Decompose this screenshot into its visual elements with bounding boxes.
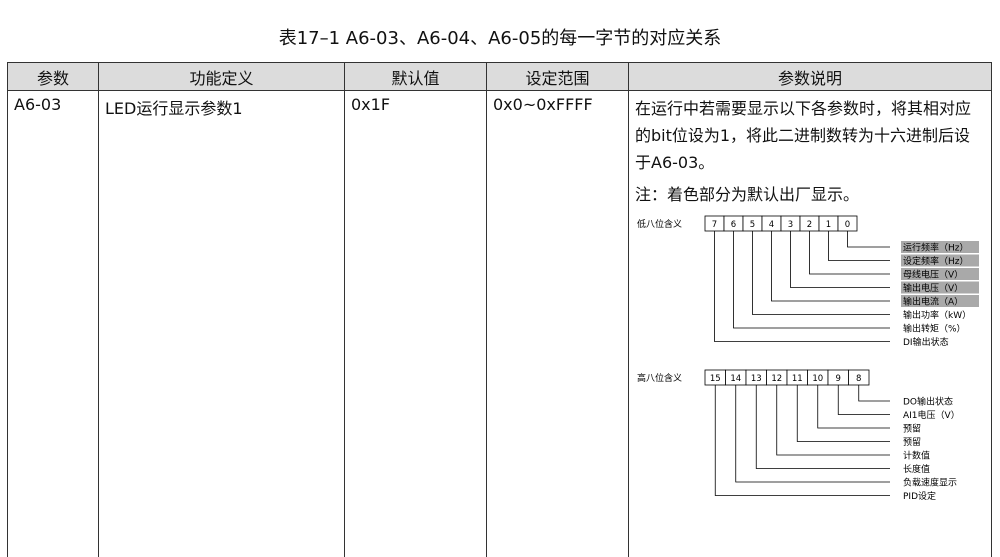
header-default: 默认值	[345, 63, 487, 91]
high-connector	[838, 385, 890, 415]
high-item-label: 长度值	[903, 463, 930, 475]
cell-range: 0x0~0xFFFF	[487, 91, 629, 557]
high-bit-label: 15	[710, 374, 721, 384]
low-bit-label: 3	[788, 220, 793, 230]
low-item-label: 输出电压（V）	[903, 282, 963, 294]
low-item-label: 输出电流（A）	[903, 296, 963, 308]
low-connector	[791, 231, 891, 288]
high-bit-label: 12	[771, 374, 782, 384]
low-connector	[753, 231, 891, 315]
description-text: 在运行中若需要显示以下各参数时，将其相对应的bit位设为1，将此二进制数转为十六…	[635, 95, 985, 176]
high-bit-label: 13	[751, 374, 762, 384]
header-range: 设定范围	[487, 63, 629, 91]
low-connector	[810, 231, 891, 274]
low-bit-label: 0	[845, 220, 850, 230]
high-bit-label: 9	[836, 374, 841, 384]
high-connector	[777, 385, 890, 455]
low-bit-label: 7	[712, 220, 717, 230]
high-byte-label: 高八位含义	[637, 372, 682, 384]
low-connector	[772, 231, 891, 301]
low-item-label: 母线电压（V）	[903, 269, 963, 281]
low-bit-label: 5	[750, 220, 755, 230]
high-connector	[756, 385, 890, 469]
low-item-label: 输出功率（kW）	[903, 309, 971, 321]
cell-param: A6-03	[8, 91, 99, 557]
low-connector	[734, 231, 891, 328]
parameter-table: 参数 功能定义 默认值 设定范围 参数说明 A6-03 LED运行显示参数1 0…	[7, 62, 992, 557]
high-bit-label: 14	[730, 374, 741, 384]
high-connector	[859, 385, 890, 401]
high-item-label: AI1电压（V）	[903, 409, 960, 421]
table-header-row: 参数 功能定义 默认值 设定范围 参数说明	[8, 63, 992, 91]
low-bit-label: 4	[769, 220, 774, 230]
cell-function: LED运行显示参数1	[99, 91, 345, 557]
high-bit-label: 11	[792, 374, 803, 384]
high-connector	[797, 385, 890, 442]
high-item-label: 负载速度显示	[903, 477, 957, 489]
low-bit-label: 2	[807, 220, 812, 230]
high-item-label: 预留	[903, 423, 921, 435]
low-connector	[848, 231, 891, 247]
header-function: 功能定义	[99, 63, 345, 91]
high-connector	[715, 385, 890, 496]
table-title: 表17–1 A6-03、A6-04、A6-05的每一字节的对应关系	[0, 24, 1000, 50]
low-bit-label: 1	[826, 220, 831, 230]
header-description: 参数说明	[629, 63, 992, 91]
low-item-label: 设定频率（Hz）	[903, 255, 969, 267]
low-connector	[829, 231, 891, 261]
cell-default: 0x1F	[345, 91, 487, 557]
note-text: 注：着色部分为默认出厂显示。	[635, 184, 985, 206]
low-connector	[715, 231, 891, 342]
low-item-label: 输出转矩（%）	[903, 323, 966, 335]
high-item-label: PID设定	[903, 490, 936, 502]
high-item-label: 预留	[903, 436, 921, 448]
high-item-label: DO输出状态	[903, 396, 953, 408]
cell-description: 在运行中若需要显示以下各参数时，将其相对应的bit位设为1，将此二进制数转为十六…	[629, 91, 992, 557]
header-param: 参数	[8, 63, 99, 91]
low-byte-label: 低八位含义	[637, 218, 682, 230]
high-item-label: 计数值	[903, 450, 930, 462]
table-row: A6-03 LED运行显示参数1 0x1F 0x0~0xFFFF 在运行中若需要…	[8, 91, 992, 557]
high-connector	[736, 385, 890, 482]
low-item-label: 运行频率（Hz）	[903, 242, 969, 254]
low-item-label: DI输出状态	[903, 336, 949, 348]
low-bit-label: 6	[731, 220, 736, 230]
high-connector	[818, 385, 890, 428]
high-bit-label: 10	[812, 374, 823, 384]
high-bit-label: 8	[856, 374, 861, 384]
